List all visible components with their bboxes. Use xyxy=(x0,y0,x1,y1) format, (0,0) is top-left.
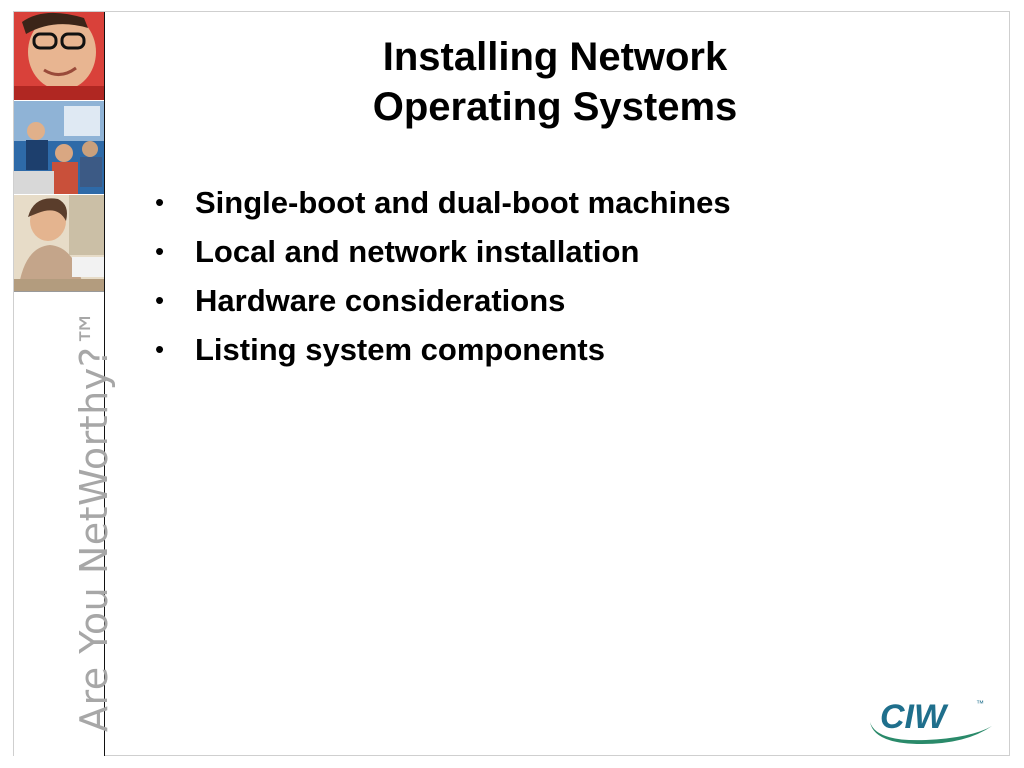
list-item: • Hardware considerations xyxy=(155,276,955,325)
bullet-dot: • xyxy=(155,334,165,364)
sidebar: Are You NetWorthy?™ xyxy=(14,12,116,756)
bullet-list: • Single-boot and dual-boot machines • L… xyxy=(155,178,955,374)
list-item-text: Listing system components xyxy=(195,332,605,367)
photo-woman-desk xyxy=(14,195,104,291)
logo-text: CIW xyxy=(880,698,949,736)
photo-man-glasses xyxy=(14,12,104,100)
list-item: • Local and network installation xyxy=(155,227,955,276)
logo-trademark: ™ xyxy=(976,699,984,708)
slide-frame xyxy=(13,11,1010,756)
bullet-dot: • xyxy=(155,285,165,315)
ciw-logo: CIW ™ xyxy=(866,692,996,744)
bullet-dot: • xyxy=(155,236,165,266)
sidebar-divider xyxy=(14,291,104,292)
title-line-2: Operating Systems xyxy=(372,85,738,129)
list-item: • Single-boot and dual-boot machines xyxy=(155,178,955,227)
tagline-vertical: Are You NetWorthy?™ xyxy=(72,308,116,732)
list-item-text: Single-boot and dual-boot machines xyxy=(195,185,731,220)
title-line-1: Installing Network xyxy=(382,35,728,79)
bullet-dot: • xyxy=(155,187,165,217)
photo-classroom xyxy=(14,101,104,194)
list-item-text: Hardware considerations xyxy=(195,283,566,318)
slide-title: Installing Network Operating Systems xyxy=(180,32,930,132)
list-item: • Listing system components xyxy=(155,325,955,374)
list-item-text: Local and network installation xyxy=(195,234,640,269)
